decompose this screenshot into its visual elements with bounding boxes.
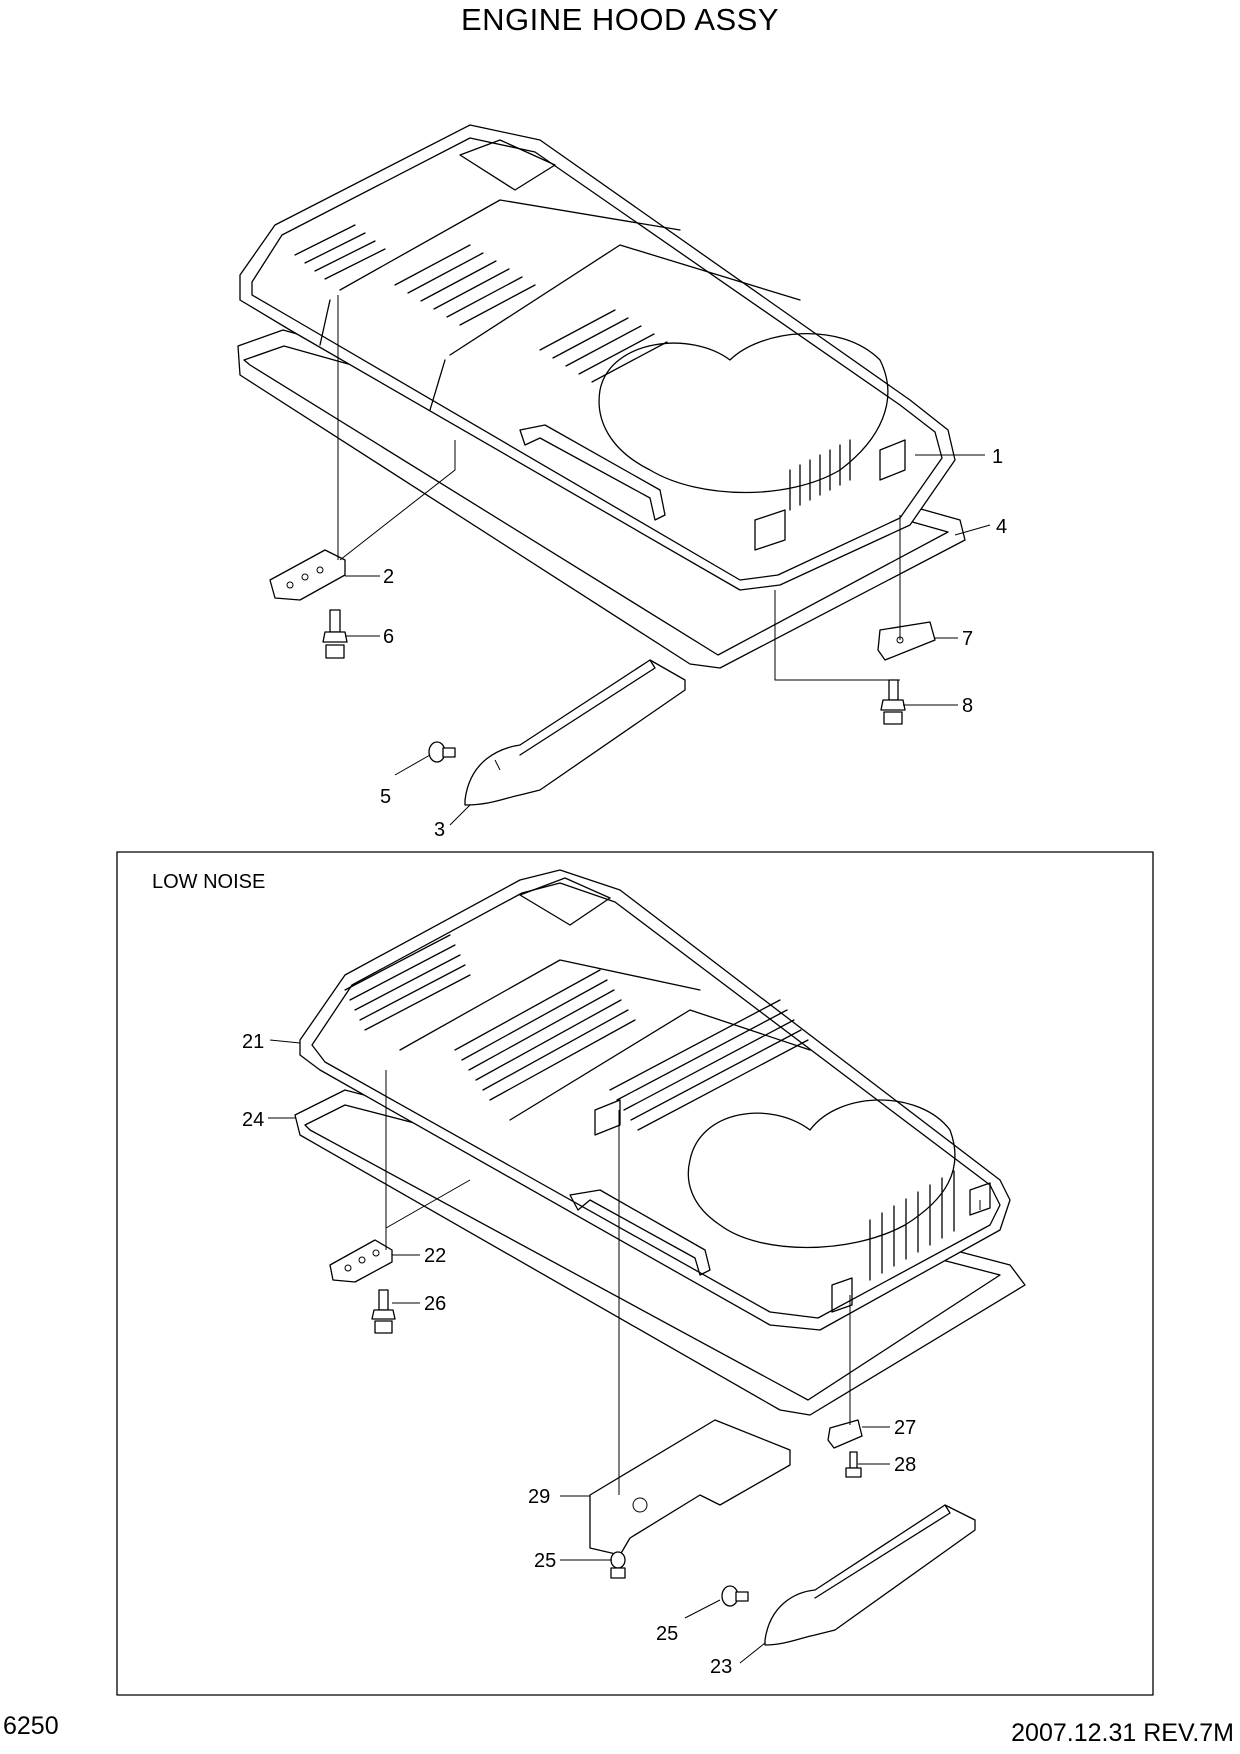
bolt-item-6 bbox=[322, 609, 348, 659]
absorber-plate-item-29 bbox=[589, 1419, 791, 1556]
callouts: 1 4 2 6 7 8 5 3 21 24 22 26 27 28 29 25 … bbox=[242, 446, 1007, 1678]
leader-lines-bottom bbox=[268, 1039, 981, 1664]
callout-5: 5 bbox=[380, 786, 391, 808]
hood-shell-item-21 bbox=[299, 869, 1011, 1331]
callout-3: 3 bbox=[434, 819, 445, 841]
pin-item-25-strip bbox=[721, 1585, 749, 1607]
callout-27: 27 bbox=[894, 1417, 916, 1439]
callout-24: 24 bbox=[242, 1109, 264, 1131]
low-noise-label: LOW NOISE bbox=[152, 871, 265, 893]
revision-date: 2007.12.31 REV.7M bbox=[1011, 1719, 1234, 1747]
callout-28: 28 bbox=[894, 1454, 916, 1476]
hood-shell-item-1 bbox=[239, 124, 956, 591]
callout-6: 6 bbox=[383, 626, 394, 648]
page-title: ENGINE HOOD ASSY bbox=[460, 2, 780, 37]
callout-4: 4 bbox=[996, 516, 1007, 538]
bolt-item-8 bbox=[880, 679, 906, 725]
callout-8: 8 bbox=[962, 695, 973, 717]
trim-strip-item-23 bbox=[764, 1504, 976, 1646]
callout-25-plate: 25 bbox=[534, 1550, 556, 1572]
striker-item-27 bbox=[827, 1419, 863, 1449]
bolt-item-26 bbox=[371, 1289, 396, 1334]
callout-23: 23 bbox=[710, 1656, 732, 1678]
striker-item-7 bbox=[877, 621, 936, 661]
callout-29: 29 bbox=[528, 1486, 550, 1508]
callout-25-strip: 25 bbox=[656, 1623, 678, 1645]
callout-21: 21 bbox=[242, 1031, 264, 1053]
callout-7: 7 bbox=[962, 628, 973, 650]
callout-26: 26 bbox=[424, 1293, 446, 1315]
low-noise-panel: LOW NOISE bbox=[116, 851, 1154, 1696]
leader-lines-top bbox=[337, 295, 991, 826]
hinge-item-22 bbox=[329, 1239, 393, 1283]
pin-item-5 bbox=[428, 741, 456, 763]
hinge-item-2 bbox=[269, 549, 346, 601]
callout-1: 1 bbox=[992, 446, 1003, 468]
pin-item-25-plate bbox=[610, 1551, 626, 1579]
engine-hood-standard bbox=[237, 124, 991, 826]
bolt-item-28 bbox=[845, 1451, 862, 1478]
page-number: 6250 bbox=[3, 1712, 59, 1740]
callout-22: 22 bbox=[424, 1245, 446, 1267]
trim-strip-item-3 bbox=[464, 659, 686, 806]
callout-2: 2 bbox=[383, 566, 394, 588]
